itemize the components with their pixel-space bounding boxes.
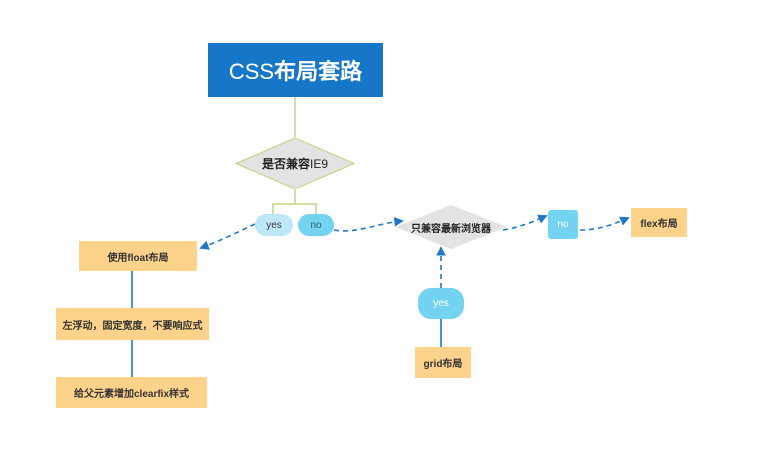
title-text: CSS布局套路 <box>229 54 362 86</box>
step-float-left-fixed-width-label: 左浮动，固定宽度，不要响应式 <box>62 320 203 332</box>
modern-no-label: no <box>557 219 569 230</box>
connector-no-to-flex <box>579 216 630 231</box>
step-float-layout: 使用float布局 <box>79 241 197 271</box>
decision-modern-browsers: 只兼容最新浏览器 <box>395 205 507 249</box>
decision-modern-text: 只兼容最新浏览器 <box>411 223 491 235</box>
result-flex-layout: flex布局 <box>631 208 687 237</box>
step-clearfix-label: 给父元素增加clearfix样式 <box>73 389 190 400</box>
title-rest: 布局套路 <box>274 59 363 84</box>
title-prefix: CSS <box>228 59 275 84</box>
branch-yes-label: yes <box>266 219 282 231</box>
connector-no-to-modern <box>333 217 404 232</box>
result-flex-label: flex布局 <box>640 219 678 230</box>
step-float-left-fixed-width: 左浮动，固定宽度，不要响应式 <box>56 308 209 340</box>
branch-no-pill: no <box>298 214 334 236</box>
result-grid-layout: grid布局 <box>415 347 471 378</box>
title-box: CSS布局套路 <box>208 43 383 97</box>
modern-yes-node: yes <box>418 288 464 319</box>
decision-ie9-prefix: 是否兼容 <box>261 157 310 171</box>
modern-yes-label: yes <box>433 298 449 309</box>
branch-no-label: no <box>310 219 322 231</box>
connector-ie9-to-branches <box>272 190 317 214</box>
decision-ie9-suffix: IE9 <box>310 156 329 171</box>
branch-yes-pill: yes <box>255 214 293 236</box>
modern-no-node: no <box>548 210 578 239</box>
decision-modern-label: 只兼容最新浏览器 <box>395 205 507 249</box>
result-grid-label: grid布局 <box>423 359 463 370</box>
connector-modern-to-no <box>502 214 548 231</box>
step-float-layout-label: 使用float布局 <box>107 252 169 264</box>
step-clearfix: 给父元素增加clearfix样式 <box>56 377 207 408</box>
connector-yes-to-float <box>199 223 256 250</box>
